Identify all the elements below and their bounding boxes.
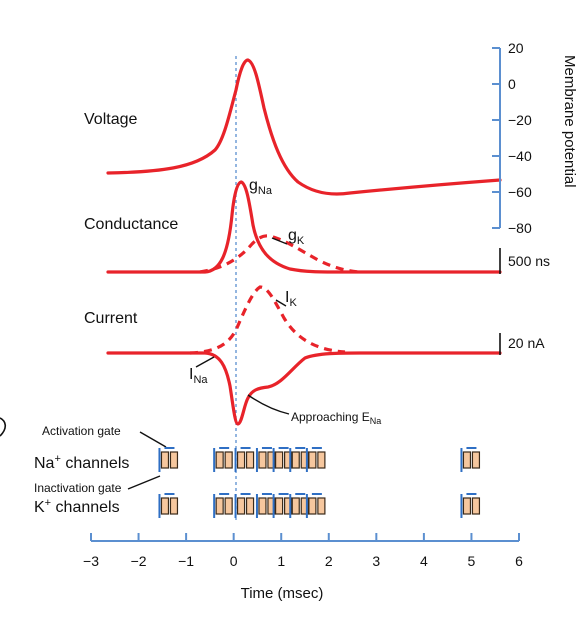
na-channel: [234, 447, 255, 472]
i-na-label: INa: [189, 366, 208, 386]
g-na-trace: [106, 180, 502, 274]
na-channel: [213, 447, 233, 472]
k-channel-subunit: [215, 497, 224, 515]
na-channel-subunit: [245, 451, 255, 469]
time-tick-label: −2: [131, 553, 147, 569]
k-channel-subunit: [236, 497, 246, 515]
conductance-scale-label: 500 ns: [508, 253, 550, 269]
na-channel-subunit: [258, 451, 267, 469]
k-channel: [272, 493, 293, 518]
inactivation-gate-leader: [127, 475, 161, 490]
k-channel-subunit: [471, 497, 481, 515]
time-tick-label: 5: [468, 553, 476, 569]
conductance-row-label: Conductance: [84, 216, 178, 233]
na-channel: [158, 447, 179, 472]
na-channel: [272, 447, 293, 472]
cropped-bracket: [0, 417, 7, 437]
membrane-axis-title: Membrane potential: [561, 55, 578, 188]
time-tick-label: 4: [420, 553, 428, 569]
na-channel-subunit: [471, 451, 481, 469]
na-channel-subunit: [300, 451, 309, 469]
g-k-label: gK: [288, 227, 305, 247]
k-channel-subunit: [284, 497, 293, 515]
k-channel-subunit: [160, 497, 170, 515]
i-na-trace: [106, 351, 502, 426]
na-channel-subunit: [236, 451, 246, 469]
k-channel: [305, 493, 326, 518]
time-tick-label: −1: [178, 553, 194, 569]
k-channel-row: [158, 493, 481, 518]
membrane-tick-label: 20: [508, 40, 524, 56]
membrane-tick-label: −80: [508, 220, 532, 236]
na-channel-row: [158, 447, 481, 472]
k-channel: [460, 493, 481, 518]
membrane-tick-label: −60: [508, 184, 532, 200]
k-channel-subunit: [245, 497, 255, 515]
current-scale-bar: 20 nA: [499, 333, 545, 355]
time-axis-title: Time (msec): [241, 585, 324, 602]
time-tick-label: 3: [372, 553, 380, 569]
na-channel-subunit: [224, 451, 233, 469]
current-row-label: Current: [84, 310, 138, 327]
na-channels-label: Na+ channels: [34, 453, 129, 472]
conductance-scale-bar: 500 ns: [499, 248, 550, 274]
time-tick-label: 0: [230, 553, 238, 569]
na-channel: [289, 447, 309, 472]
na-channel-subunit: [267, 451, 276, 469]
approaching-ena-leader: [247, 394, 290, 415]
i-na-leader: [195, 356, 215, 368]
k-channel-subunit: [317, 497, 326, 515]
k-channel: [234, 493, 255, 518]
k-channel-subunit: [462, 497, 472, 515]
na-channel: [255, 447, 276, 472]
na-channel-subunit: [462, 451, 472, 469]
k-channel: [213, 493, 233, 518]
voltage-row-label: Voltage: [84, 111, 137, 128]
na-channel-subunit: [284, 451, 293, 469]
time-axis: −3 −2 −1 0 1 2 3 4 5 6 Time (msec): [83, 533, 523, 602]
g-k-leader: [271, 237, 288, 245]
na-channel-subunit: [317, 451, 326, 469]
membrane-tick-label: −40: [508, 148, 532, 164]
g-na-label: gNa: [249, 177, 273, 197]
activation-gate-leader: [139, 431, 167, 448]
time-tick-label: −3: [83, 553, 99, 569]
i-k-trace: [189, 285, 346, 355]
time-tick-label: 1: [277, 553, 285, 569]
voltage-trace: [106, 58, 502, 196]
k-channel: [158, 493, 179, 518]
approaching-ena-label: Approaching ENa: [291, 410, 381, 426]
activation-gate-label: Activation gate: [42, 424, 121, 438]
inactivation-gate-label: Inactivation gate: [34, 481, 122, 495]
na-channel-subunit: [275, 451, 284, 469]
k-channel-subunit: [169, 497, 179, 515]
k-channel-subunit: [291, 497, 300, 515]
na-channel: [460, 447, 481, 472]
i-k-leader: [275, 299, 287, 307]
k-channels-label: K+ channels: [34, 497, 120, 516]
na-channel-subunit: [169, 451, 179, 469]
k-channel-subunit: [300, 497, 309, 515]
na-channel-subunit: [160, 451, 170, 469]
k-channel: [255, 493, 276, 518]
i-k-label: IK: [285, 289, 297, 309]
k-channel-subunit: [267, 497, 276, 515]
na-channel-subunit: [291, 451, 300, 469]
time-tick-label: 6: [515, 553, 523, 569]
na-channel-subunit: [215, 451, 224, 469]
membrane-tick-label: 0: [508, 76, 516, 92]
k-channel-subunit: [308, 497, 317, 515]
membrane-tick-label: −20: [508, 112, 532, 128]
k-channel: [289, 493, 309, 518]
g-k-trace: [199, 234, 361, 274]
k-channel-subunit: [224, 497, 233, 515]
k-channel-subunit: [258, 497, 267, 515]
time-tick-label: 2: [325, 553, 333, 569]
current-scale-label: 20 nA: [508, 335, 545, 351]
membrane-potential-axis: 20 0 −20 −40 −60 −80 Membrane potential: [492, 40, 578, 236]
na-channel: [305, 447, 326, 472]
na-channel-subunit: [308, 451, 317, 469]
k-channel-subunit: [275, 497, 284, 515]
